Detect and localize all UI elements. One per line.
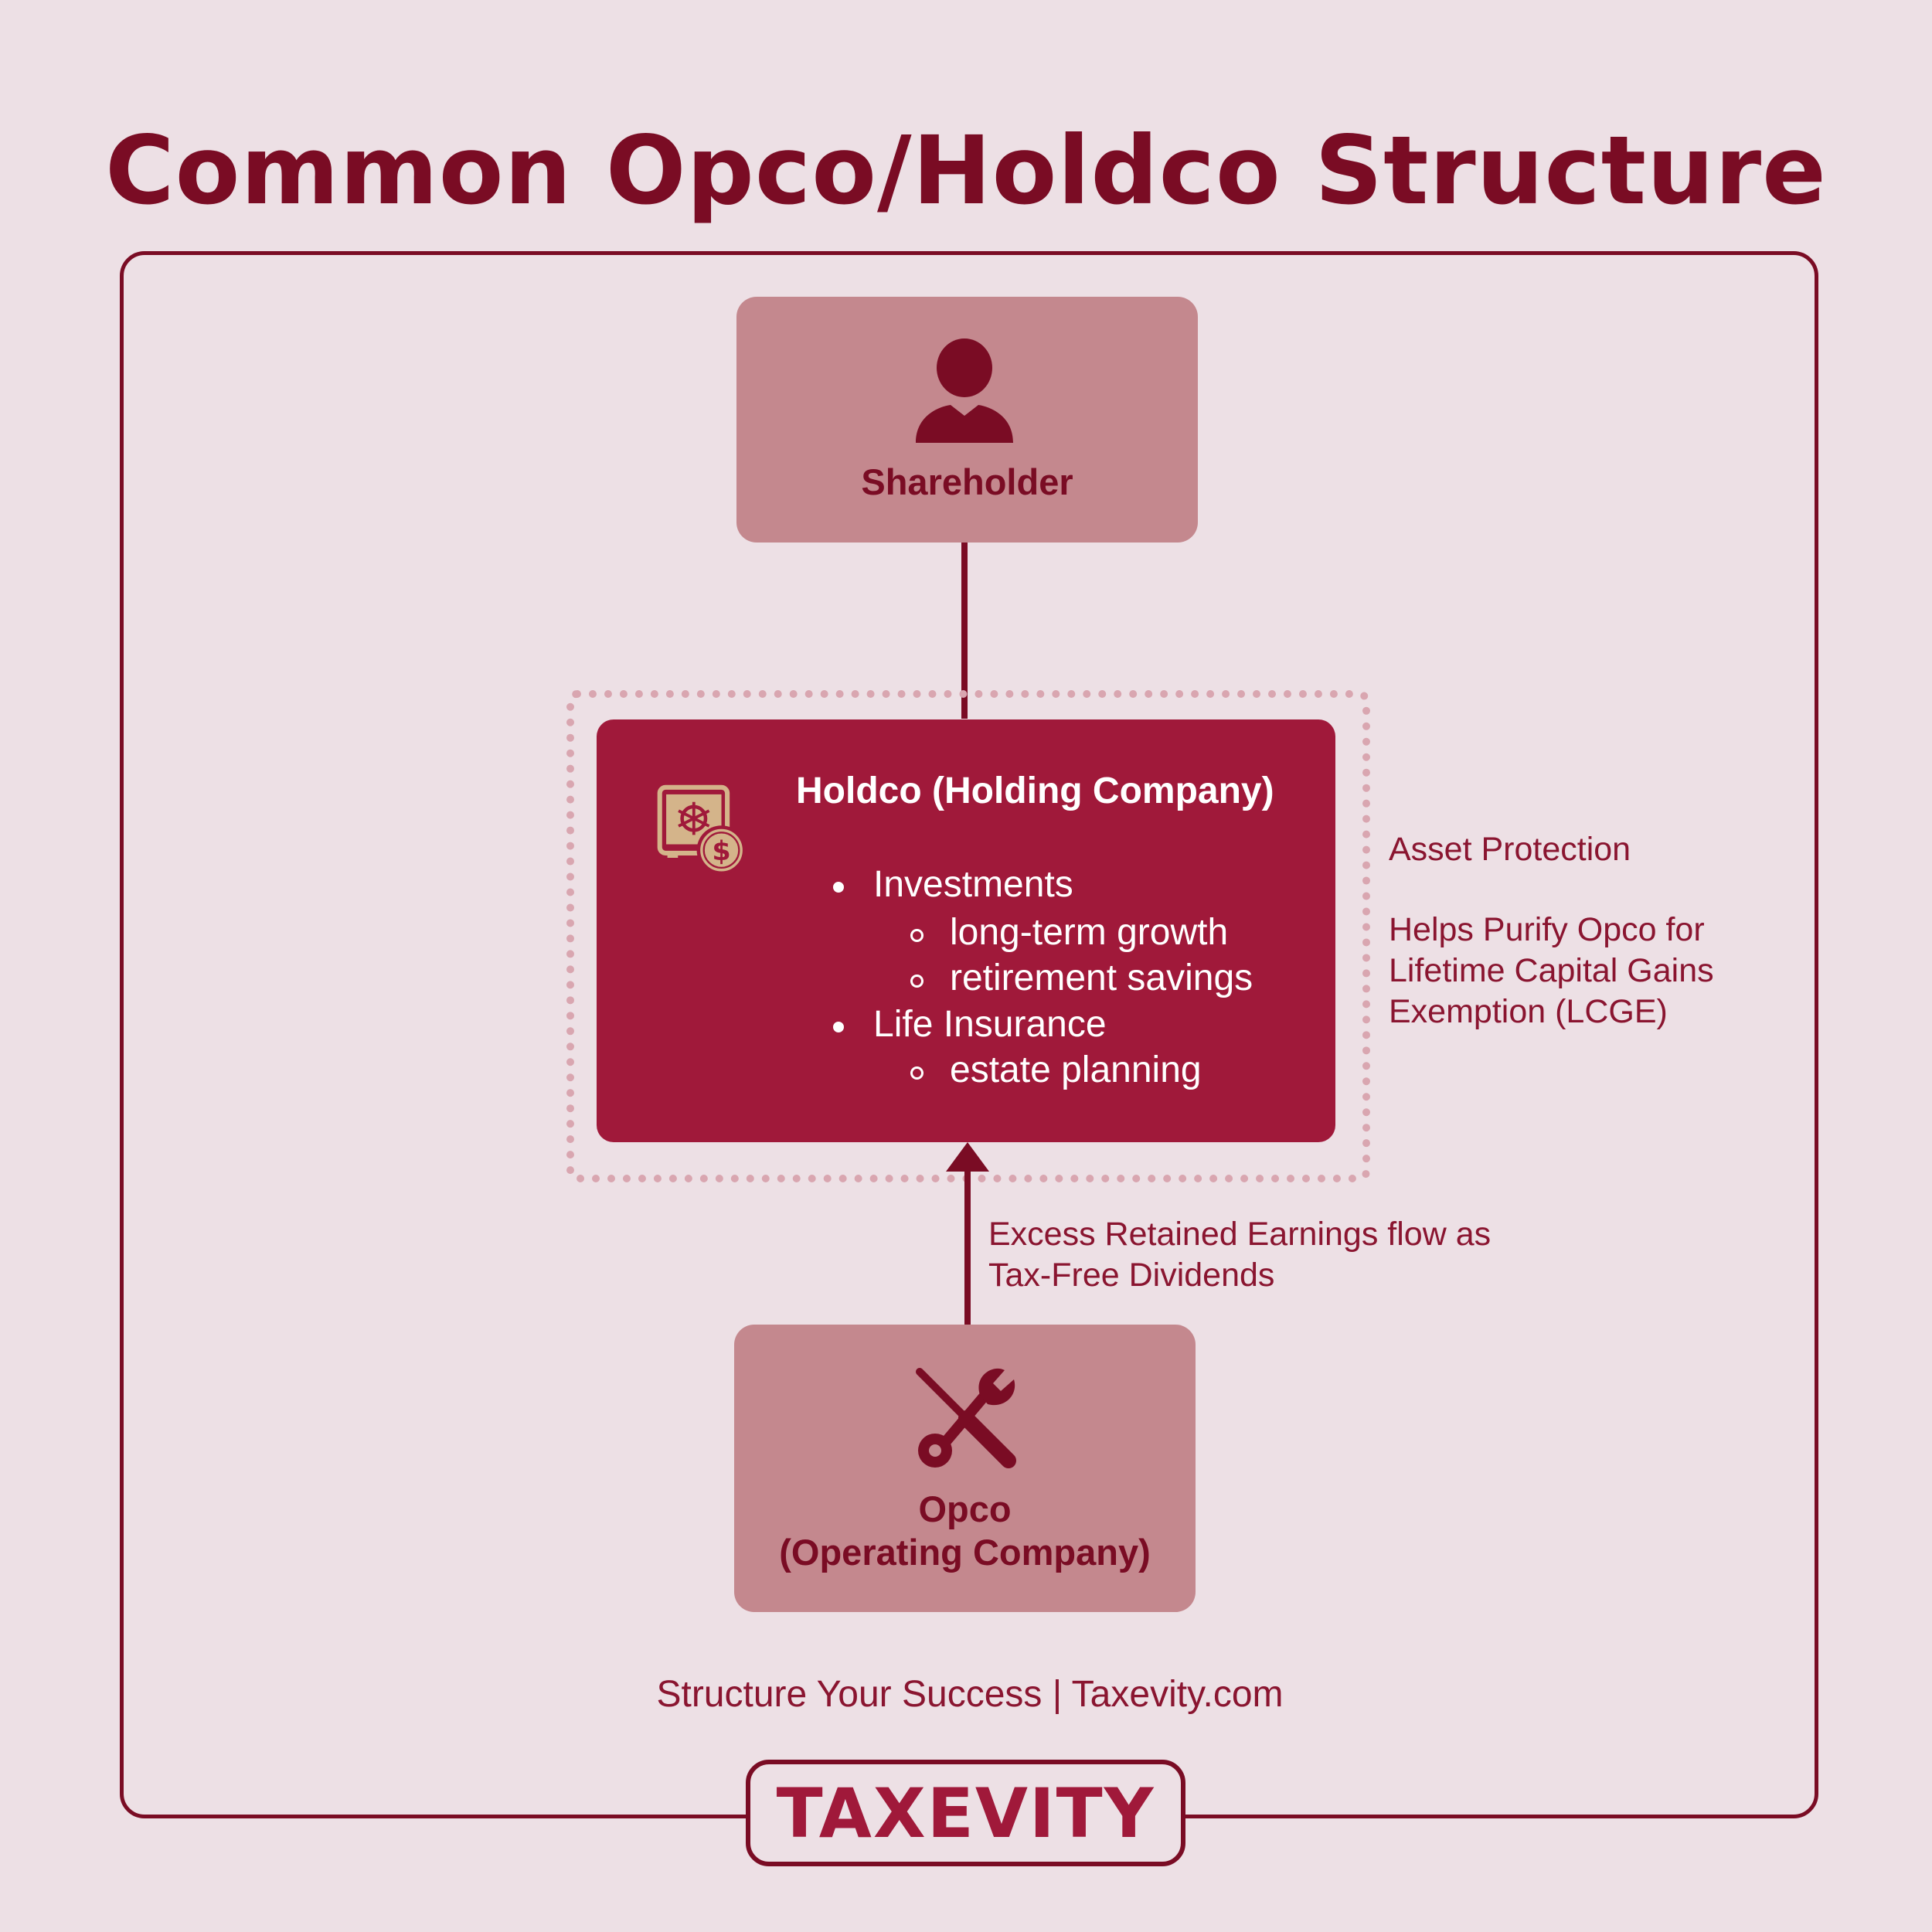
footer-tagline: Structure Your Success | Taxevity.com: [656, 1674, 1284, 1715]
holdco-title: Holdco (Holding Company): [796, 770, 1274, 811]
sub-list-item: estate planning: [950, 1049, 1202, 1090]
person-icon: [916, 338, 1013, 443]
sub-list-item: retirement savings: [950, 957, 1253, 998]
lcge-note-line: Lifetime Capital Gains: [1389, 952, 1714, 989]
ownership-line: [961, 543, 968, 719]
logo-text: TAXEVITY: [776, 1773, 1155, 1853]
list-item: Life Insurance: [873, 1004, 1107, 1045]
dividend-flow-arrow: [964, 1163, 971, 1325]
asset-protection-note: Asset Protection: [1389, 831, 1631, 868]
bullet: [833, 882, 844, 893]
safe-dollar-icon: $: [657, 784, 747, 876]
shareholder-label: Shareholder: [861, 461, 1073, 502]
flow-label-line: Tax-Free Dividends: [988, 1257, 1275, 1294]
bullet: [833, 1022, 844, 1032]
taxevity-logo: TAXEVITY: [746, 1760, 1185, 1866]
lcge-note-line: Exemption (LCGE): [1389, 993, 1668, 1030]
opco-title: Opco: [918, 1488, 1012, 1529]
sub-list-item: long-term growth: [950, 912, 1229, 953]
holdco-box: [597, 719, 1335, 1142]
lcge-note-line: Helps Purify Opco for: [1389, 911, 1705, 948]
sub-bullet: [910, 1066, 923, 1080]
tools-icon: [916, 1368, 1016, 1468]
opco-box: [734, 1325, 1196, 1612]
sub-bullet: [910, 929, 923, 942]
page-title: Common Opco/Holdco Structure: [105, 116, 1827, 226]
sub-bullet: [910, 975, 923, 988]
opco-subtitle: (Operating Company): [779, 1532, 1151, 1573]
list-item: Investments: [873, 864, 1073, 905]
flow-label-line: Excess Retained Earnings flow as: [988, 1216, 1492, 1253]
svg-text:$: $: [712, 836, 730, 867]
